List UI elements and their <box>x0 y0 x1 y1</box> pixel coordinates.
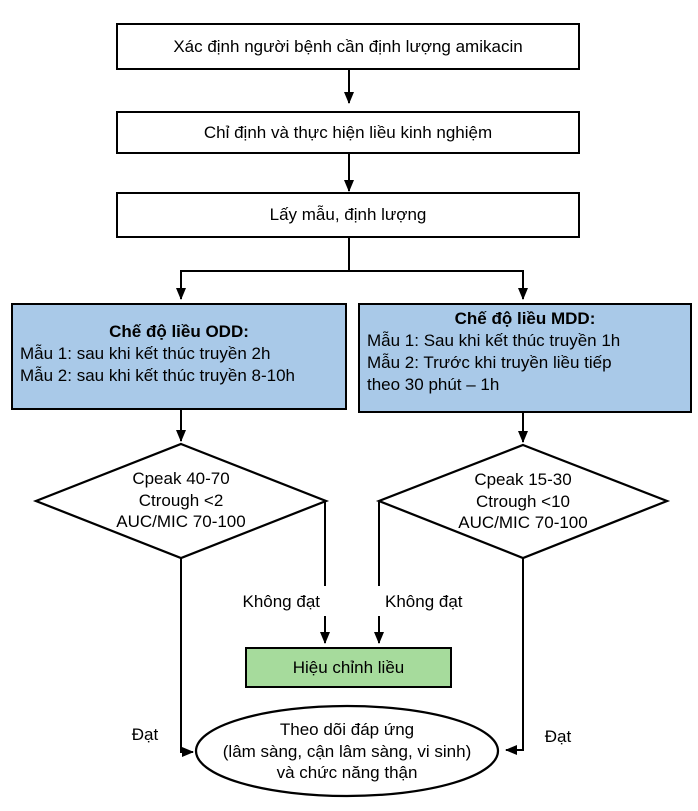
mdd-criteria-aucmic: AUC/MIC 70-100 <box>458 513 588 532</box>
odd-decision-diamond <box>32 442 330 560</box>
monitor-line1: Theo dõi đáp ứng <box>279 720 415 739</box>
label-fail-right: Không đạt <box>385 592 463 611</box>
odd-criteria-ctrough: Ctrough <2 <box>138 490 224 510</box>
mdd-decision-diamond <box>375 443 671 560</box>
mdd-regimen-sample2: Mẫu 2: Trước khi truyền liều tiếp <box>367 353 612 372</box>
mdd-criteria-text: Cpeak 15-30 Ctrough <10 AUC/MIC 70-100 <box>403 469 643 534</box>
label-pass-left: Đạt <box>131 725 159 744</box>
odd-criteria-aucmic: AUC/MIC 70-100 <box>116 512 246 531</box>
dose-adjust-box: Hiệu chỉnh liều <box>245 647 452 688</box>
label-fail-left: Không đạt <box>242 592 320 611</box>
arrow-pass-right-to-monitor <box>505 558 524 755</box>
monitor-line3: và chức năng thận <box>276 763 418 782</box>
odd-regimen-title: Chế độ liều ODD: <box>109 322 249 341</box>
mdd-criteria-ctrough: Ctrough <10 <box>475 491 571 511</box>
mdd-regimen-sample2-cont: theo 30 phút – 1h <box>367 375 500 394</box>
mdd-regimen-box: Chế độ liều MDD: Mẫu 1: Sau khi kết thúc… <box>358 303 692 413</box>
step-empirical-dose: Chỉ định và thực hiện liều kinh nghiệm <box>116 111 580 154</box>
step-identify-patient: Xác định người bệnh cần định lượng amika… <box>116 23 580 70</box>
odd-regimen-box: Chế độ liều ODD: Mẫu 1: sau khi kết thúc… <box>11 303 347 410</box>
mdd-regimen-sample1: Mẫu 1: Sau khi kết thúc truyền 1h <box>367 331 621 350</box>
label-pass-right: Đạt <box>544 727 572 746</box>
odd-criteria-text: Cpeak 40-70 Ctrough <2 AUC/MIC 70-100 <box>61 468 301 533</box>
monitor-ellipse <box>194 704 500 798</box>
odd-regimen-sample2: Mẫu 2: sau khi kết thúc truyền 8-10h <box>20 366 295 385</box>
step-sampling-assay: Lấy mẫu, định lượng <box>116 192 580 238</box>
mdd-criteria-cpeak: Cpeak 15-30 <box>474 470 572 489</box>
odd-regimen-sample1: Mẫu 1: sau khi kết thúc truyền 2h <box>20 344 271 363</box>
monitor-text: Theo dõi đáp ứng (lâm sàng, cận lâm sàng… <box>187 719 507 784</box>
mdd-regimen-title: Chế độ liều MDD: <box>454 309 596 328</box>
monitor-line2: (lâm sàng, cận lâm sàng, vi sinh) <box>222 741 472 761</box>
arrow-pass-left-to-monitor <box>180 558 194 757</box>
odd-criteria-cpeak: Cpeak 40-70 <box>132 469 230 488</box>
